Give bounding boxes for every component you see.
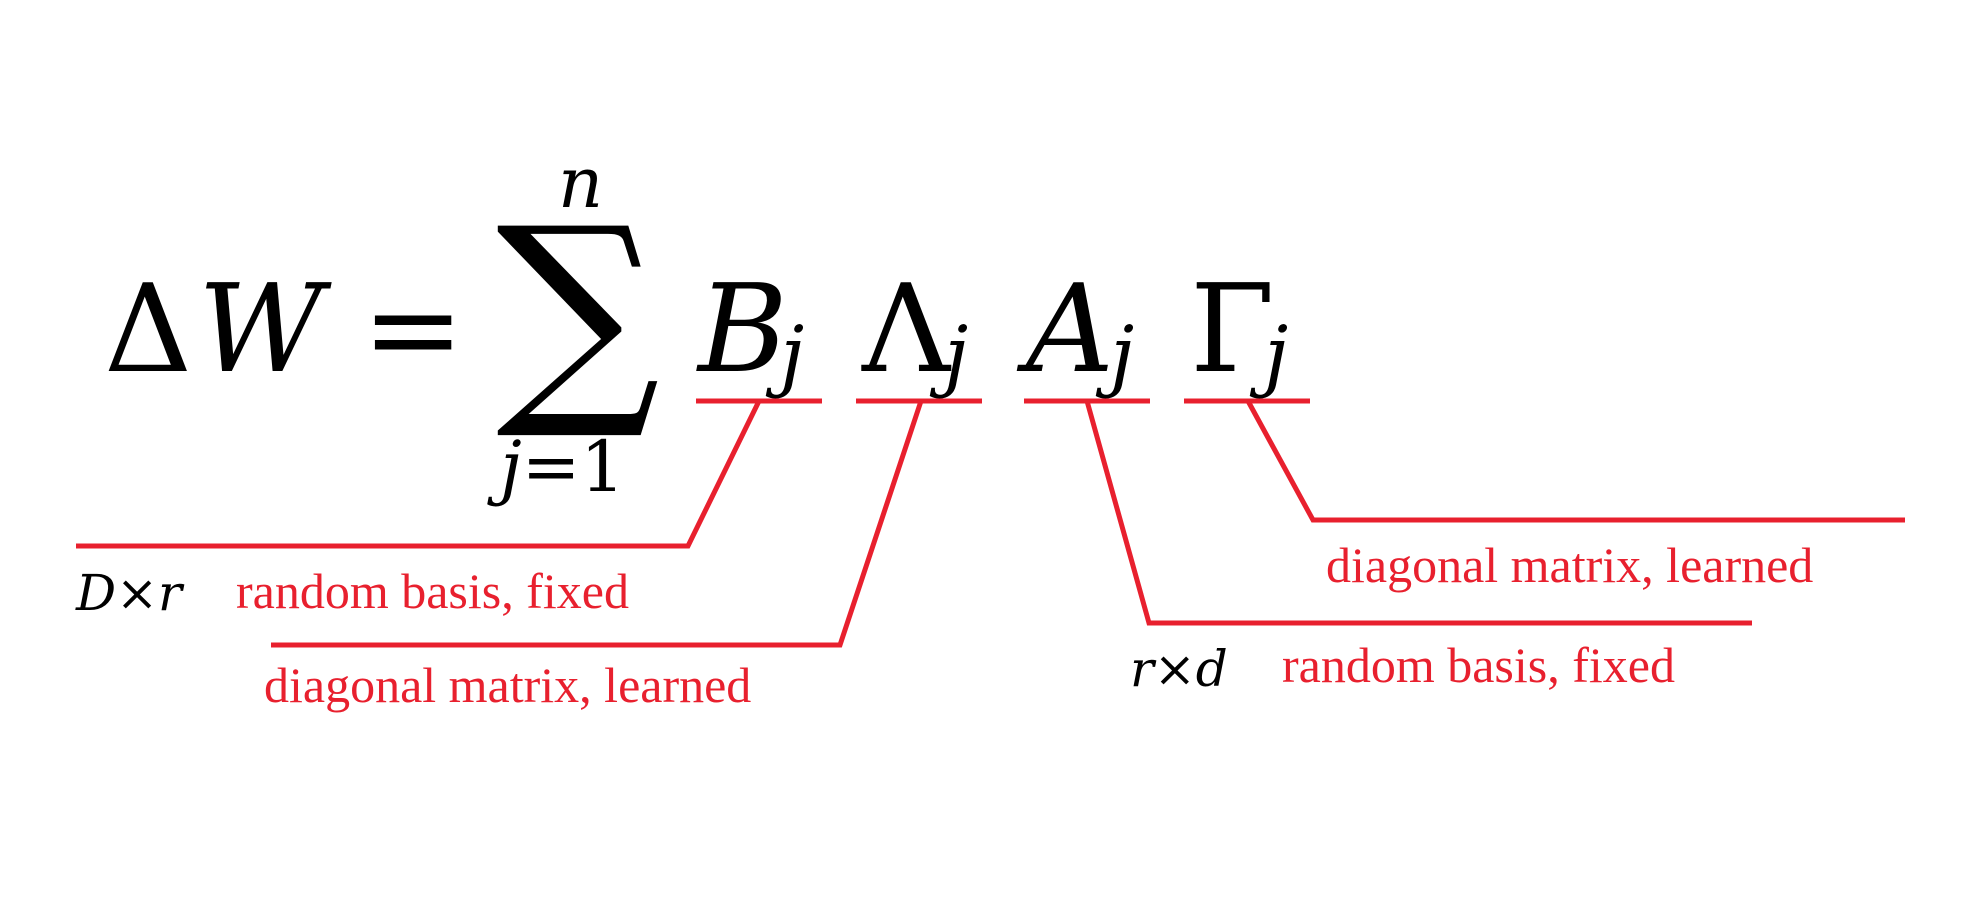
- leader-b: [76, 399, 762, 549]
- gamma-matrix: Γ: [1190, 258, 1275, 400]
- b-matrix: B: [698, 258, 788, 400]
- b-annotation: random basis, fixed: [236, 563, 629, 619]
- lambda-matrix: Λ: [862, 258, 951, 400]
- leader-gamma: [1245, 399, 1905, 523]
- b-subscript: j: [780, 310, 805, 400]
- delta-symbol: Δ: [104, 258, 193, 400]
- sum-upper-limit: n: [558, 142, 604, 224]
- gamma-subscript: j: [1264, 310, 1289, 400]
- sum-lower-index: j: [500, 426, 522, 508]
- lambda-subscript: j: [944, 310, 969, 400]
- a-annotation: random basis, fixed: [1282, 637, 1675, 693]
- leader-lambda: [271, 400, 924, 648]
- sum-lower-limit: j=1: [500, 432, 625, 502]
- lambda-annotation: diagonal matrix, learned: [264, 657, 752, 713]
- equals-sign: =: [362, 258, 465, 400]
- gamma-annotation: diagonal matrix, learned: [1326, 537, 1814, 593]
- b-dimensions: D×r: [76, 564, 182, 622]
- sum-lower-start: 1: [580, 426, 625, 508]
- sum-symbol: ∑: [496, 179, 661, 446]
- leader-a: [1084, 400, 1752, 626]
- a-dimensions: r×d: [1130, 640, 1228, 698]
- a-subscript: j: [1110, 310, 1135, 400]
- sum-lower-equals: =: [521, 426, 581, 508]
- w-variable: W: [198, 258, 324, 400]
- a-matrix: A: [1026, 258, 1115, 400]
